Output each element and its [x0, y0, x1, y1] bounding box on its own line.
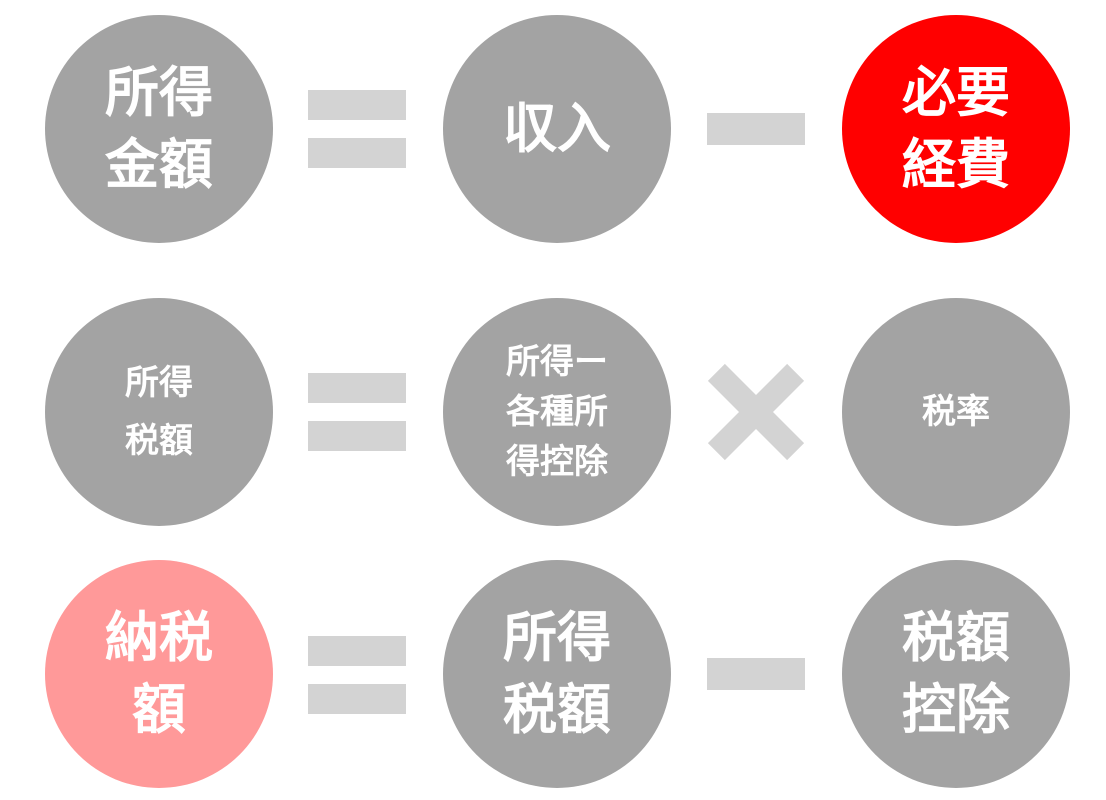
circle-label-line: 税額	[125, 421, 193, 461]
circle-label-line: 所得ー	[506, 342, 608, 382]
circle-label-line: 税率	[922, 392, 990, 432]
minus-sign	[707, 658, 805, 690]
operand-circle-income-minus-deductions: 所得ー 各種所 得控除	[443, 298, 671, 526]
operand-circle-tax-credit: 税額 控除	[842, 560, 1070, 788]
circle-label-line: 経費	[902, 133, 1010, 196]
operand-circle-tax-rate: 税率	[842, 298, 1070, 526]
circle-label-line: 控除	[902, 678, 1010, 741]
circle-label-line: 各種所	[506, 392, 608, 432]
result-circle-income-tax: 所得 税額	[45, 298, 273, 526]
minus-sign	[707, 113, 805, 145]
circle-label-line: 得控除	[506, 442, 608, 482]
circle-label-line: 必要	[902, 61, 1010, 124]
operand-circle-revenue: 収入	[443, 15, 671, 243]
equals-sign-bottom-bar	[308, 421, 406, 451]
equals-sign-top-bar	[308, 90, 406, 120]
circle-label-line: 所得	[125, 363, 193, 403]
circle-label-line: 納税	[105, 606, 213, 669]
circle-label-line: 所得	[503, 606, 611, 669]
circle-label-line: 所得	[105, 61, 213, 124]
equals-sign-top-bar	[308, 636, 406, 666]
result-circle-income-amount: 所得 金額	[45, 15, 273, 243]
circle-label-line: 額	[132, 678, 186, 741]
equals-sign-top-bar	[308, 373, 406, 403]
operand-circle-income-tax: 所得 税額	[443, 560, 671, 788]
equals-sign-bottom-bar	[308, 684, 406, 714]
multiply-sign	[711, 367, 801, 457]
circle-label-line: 金額	[105, 133, 213, 196]
operand-circle-necessary-expenses: 必要 経費	[842, 15, 1070, 243]
result-circle-tax-payable: 納税 額	[45, 560, 273, 788]
circle-label-line: 税額	[902, 606, 1010, 669]
circle-label-line: 税額	[503, 678, 611, 741]
equals-sign-bottom-bar	[308, 138, 406, 168]
circle-label-line: 収入	[503, 97, 611, 160]
